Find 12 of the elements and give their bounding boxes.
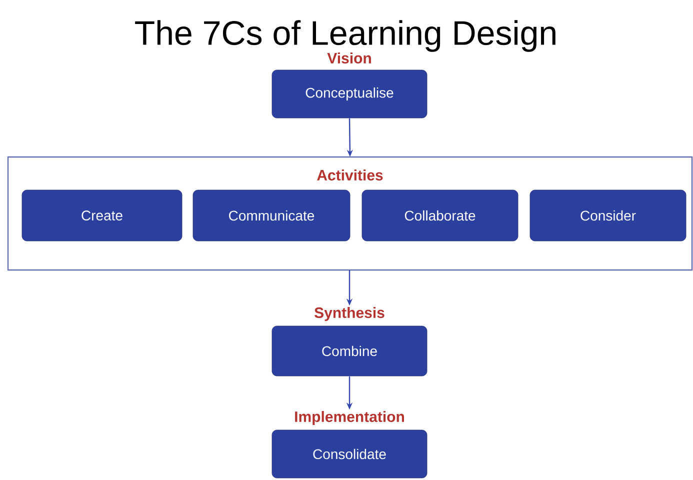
process-box: Consolidate: [272, 430, 428, 478]
process-box: Conceptualise: [272, 70, 428, 118]
title: The 7Cs of Learning Design: [135, 20, 556, 52]
band-heading: Activities: [317, 170, 383, 180]
process-box: Combine: [272, 326, 428, 376]
process-box: Collaborate: [362, 190, 518, 242]
process-box: Create: [22, 190, 182, 242]
stage-heading: Implementation: [295, 411, 404, 425]
stage-heading: Vision: [327, 52, 371, 64]
process-box: Communicate: [192, 190, 350, 242]
process-box: Consider: [530, 190, 686, 242]
stage-heading: Synthesis: [314, 307, 384, 321]
